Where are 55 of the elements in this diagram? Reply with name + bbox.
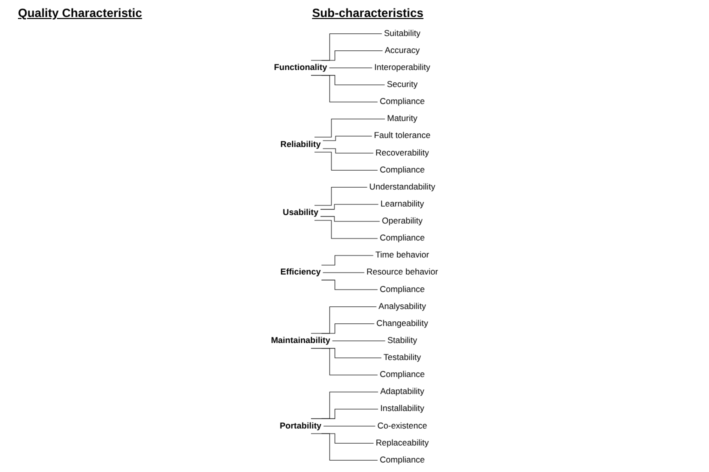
connector [310,306,377,334]
node-text: Compliance [380,234,425,243]
connector [310,433,378,461]
node-text: Understandability [369,182,436,192]
connector [332,340,386,342]
connector [320,216,380,222]
node-text: Analysability [378,302,426,311]
node-text: Compliance [380,455,425,465]
connector [310,392,378,419]
connector [310,75,378,102]
connector [321,255,374,266]
connector [321,280,378,290]
connector [321,324,375,334]
node-text: Adaptability [380,387,424,396]
node-text: Time behavior [375,250,430,260]
node-text: Recoverability [375,148,430,158]
connector [322,148,374,154]
node-text: Efficiency [280,268,321,277]
node-text: Fault tolerance [374,131,430,140]
connector [314,118,386,138]
node-text: Replaceability [376,438,429,448]
connector [321,50,383,61]
node-text: Changeability [376,318,428,328]
node-text: Usability [282,208,318,218]
node-text: Operability [382,216,423,226]
node-text: Reliability [280,140,321,149]
node-text: Portability [280,421,322,430]
connector [314,152,378,170]
node-text: Compliance [380,165,425,174]
node-text: Maturity [387,114,418,124]
node-text: Compliance [380,97,425,106]
node-text: Learnability [380,200,424,209]
connector [322,136,372,141]
node-text: Compliance [380,284,425,294]
node-text: Suitability [384,28,421,38]
connector [321,408,378,419]
connector [310,348,378,376]
node-text: Installability [380,404,424,414]
node-text: Compliance [380,370,425,380]
node-text: Testability [384,353,421,362]
column-heading: Sub-characteristics [312,6,424,20]
connector [322,272,365,273]
node-text: Interoperability [374,63,430,72]
connector [320,204,379,210]
node-text: Resource behavior [366,268,438,277]
node-text: Stability [387,336,418,346]
node-text: Security [386,80,418,90]
node-text: Maintainability [270,336,330,346]
column-heading: Quality Characteristic [18,6,142,20]
node-text: Co-existence [377,421,428,430]
connector [314,187,368,206]
node-text: Functionality [274,63,328,72]
node-text: Accuracy [384,46,420,56]
connector [310,33,382,61]
connector [314,220,378,239]
